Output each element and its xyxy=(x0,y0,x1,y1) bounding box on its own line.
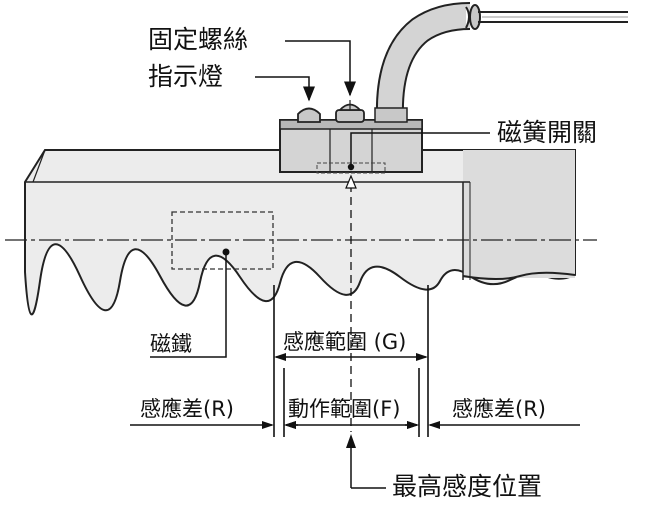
fixing-screw-label: 固定螺絲 xyxy=(148,25,249,54)
max-sensitivity-arrow xyxy=(350,444,386,489)
operating-range-label: 動作範圍(F) xyxy=(288,397,401,421)
sensing-range-label: 感應範圍 (G) xyxy=(283,330,407,354)
magnet-label: 磁鐵 xyxy=(150,332,192,356)
indicator-lamp xyxy=(297,107,321,123)
magnet-outline xyxy=(171,211,274,270)
indicator-leader xyxy=(255,76,315,102)
fixing-screw xyxy=(335,100,365,123)
dimension-extension-lines xyxy=(273,285,429,437)
cable xyxy=(375,2,628,119)
magnet-leader xyxy=(150,252,227,358)
hysteresis-left-dimension xyxy=(130,421,298,429)
indicator-label: 指示燈 xyxy=(148,62,224,91)
screw-leader xyxy=(285,40,356,97)
cylinder-body xyxy=(24,149,576,316)
sensing-range-dimension xyxy=(274,353,428,361)
hysteresis-right-label: 感應差(R) xyxy=(452,397,546,421)
hysteresis-right-dimension xyxy=(405,421,580,429)
reed-switch-leader xyxy=(350,132,490,166)
max-sensitivity-label: 最高感度位置 xyxy=(392,472,543,501)
reed-switch-label: 磁簧開關 xyxy=(497,118,598,147)
hysteresis-left-label: 感應差(R) xyxy=(140,397,234,421)
